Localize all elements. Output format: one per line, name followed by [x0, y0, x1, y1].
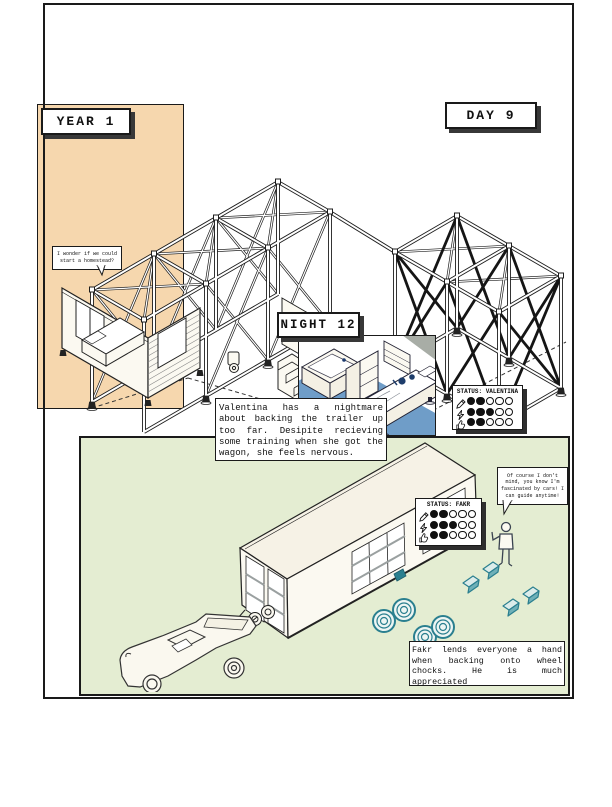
fakr-speech-bubble: Of course I don't mind, you know I'm fas… [497, 467, 568, 505]
wheel-bracket [227, 351, 240, 373]
lightning-icon [419, 520, 429, 533]
status-box-valentina: STATUS: VALENTINA [452, 385, 523, 430]
night-label-text: NIGHT 12 [280, 318, 357, 332]
skill-dots [467, 397, 513, 406]
homestead-bubble-text: I wonder if we could start a homestead? [56, 251, 117, 264]
homestead-house [59, 286, 204, 406]
homestead-speech-bubble: I wonder if we could start a homestead? [52, 246, 122, 270]
wheel-chocks [462, 561, 540, 617]
truck-front-wheel [142, 674, 162, 692]
thumbs-up-icon [419, 530, 429, 543]
status-box-fakr: STATUS: FAKR [415, 498, 482, 546]
valentina-caption: Valentina has a nightmare about backing … [215, 398, 387, 461]
fakr-bubble-text: Of course I don't mind, you know I'm fas… [500, 472, 564, 499]
lightning-icon [456, 407, 466, 420]
day-label: DAY 9 [445, 102, 537, 129]
skill-dots [430, 520, 476, 529]
spare-wheels [372, 598, 455, 649]
homestead-bubble-tail [96, 265, 106, 277]
siding-window [157, 317, 187, 369]
black-bracing [393, 215, 563, 425]
truck-bed [203, 617, 249, 631]
fakr-figure [491, 521, 514, 567]
wall-shelf [383, 339, 410, 376]
corner-shade [403, 336, 435, 360]
trailer-chock [393, 568, 407, 582]
status-row [456, 417, 519, 430]
status-title: STATUS: VALENTINA [456, 388, 519, 395]
skill-dots [467, 418, 513, 427]
night-label: NIGHT 12 [277, 312, 360, 338]
status-row [419, 530, 478, 543]
skill-dots [430, 510, 476, 519]
pillow [416, 365, 435, 377]
fakr-body [498, 533, 514, 550]
pencil-icon [456, 396, 466, 409]
fakr-arm [491, 531, 501, 542]
thumbs-up-icon [456, 417, 466, 430]
sleeper-arm [408, 373, 415, 380]
status-row [419, 509, 478, 522]
post-caps [89, 178, 564, 323]
status-title: STATUS: FAKR [426, 501, 471, 508]
fakr-legs [498, 548, 513, 567]
pillow [83, 330, 107, 345]
house-feet [59, 350, 204, 406]
status-row [456, 407, 519, 420]
skill-dots [430, 531, 476, 540]
day-label-text: DAY 9 [466, 108, 516, 123]
skill-dots [467, 407, 513, 416]
faucet [341, 357, 346, 362]
frame-structure [86, 178, 567, 434]
status-row [456, 396, 519, 409]
pickup-truck [119, 613, 257, 692]
truck-side-window [171, 638, 193, 653]
fakr-caption: Fakr lends everyone a hand when backing … [409, 641, 565, 687]
sleeper-head [397, 376, 406, 385]
year-label-text: YEAR 1 [56, 114, 116, 129]
house-siding-wall [147, 306, 201, 400]
year-label: YEAR 1 [41, 108, 131, 135]
bed [81, 317, 145, 367]
truck-rear-wheel [223, 657, 245, 679]
cabinet [345, 349, 378, 410]
fakr-bubble-tail [502, 500, 513, 516]
trailer-side-doors-a [351, 522, 406, 595]
pencil-icon [419, 509, 429, 522]
status-row [419, 520, 478, 533]
truck-mirror [125, 652, 132, 658]
fakr-head [500, 521, 512, 533]
